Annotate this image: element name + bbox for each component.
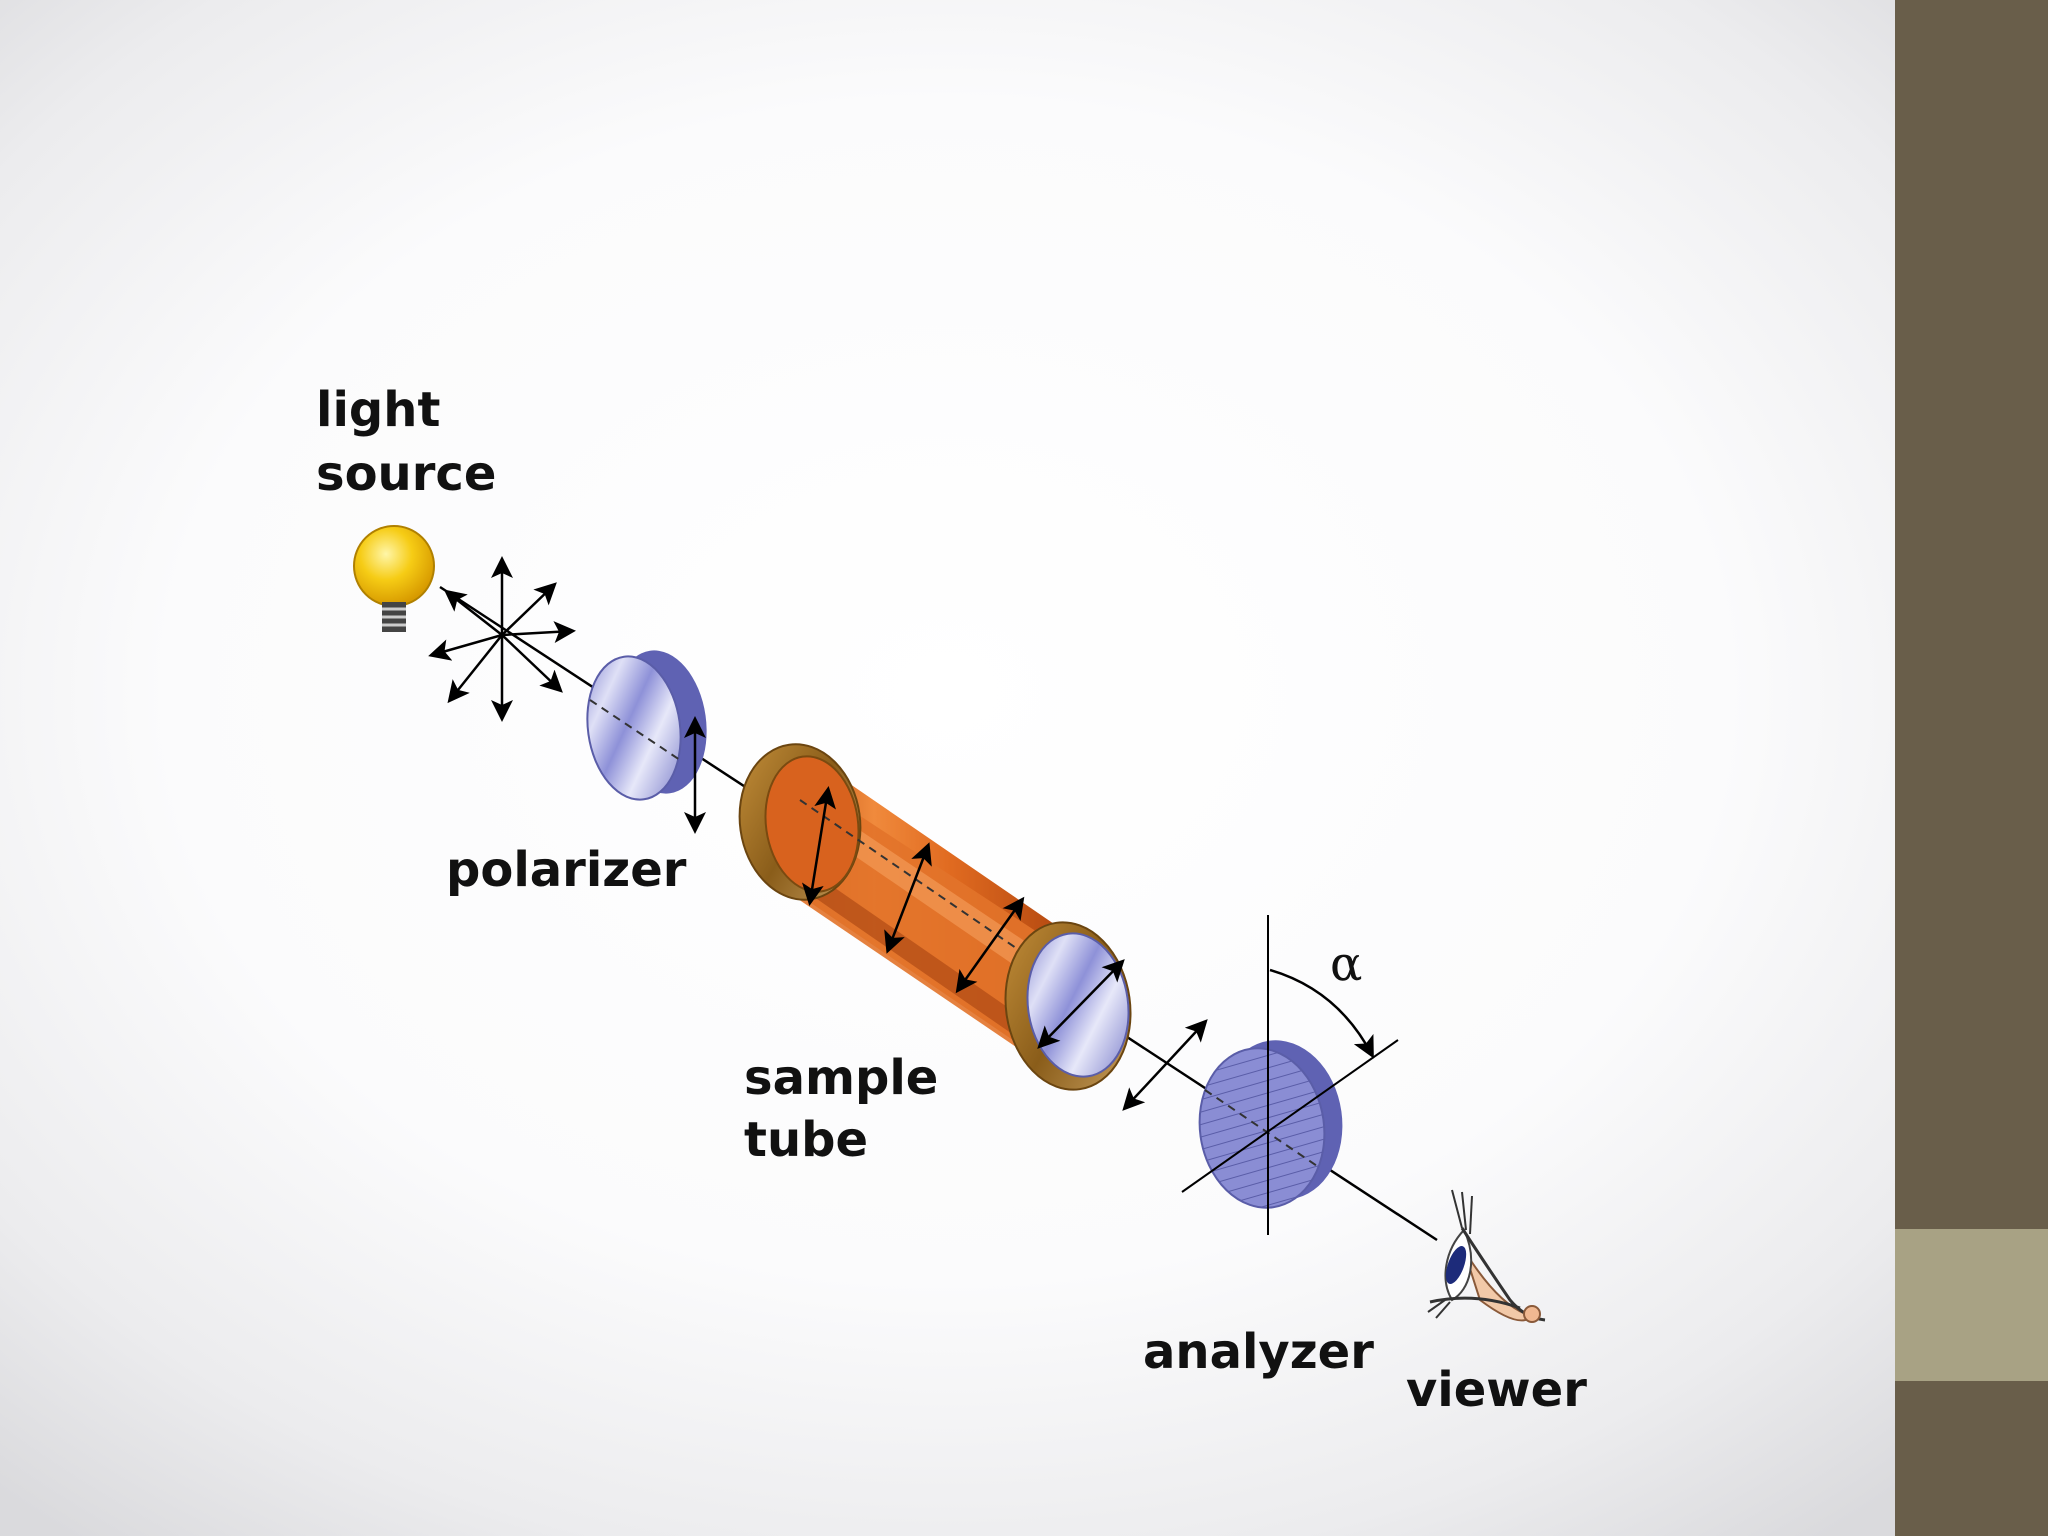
rotating-polarization-arrows [801, 786, 1125, 1049]
unpolarized-light-arrows [428, 556, 576, 722]
light-source-label-line2: source [316, 446, 496, 502]
rotation-angle-arc [1269, 968, 1374, 1059]
exit-polarization-arrow [1122, 1019, 1208, 1111]
sidebar-bar-middle [1895, 1229, 2048, 1381]
polarizer-filter [586, 650, 707, 801]
eye-icon [1427, 1189, 1546, 1323]
analyzer-filter [1198, 1040, 1343, 1209]
polarimeter-diagram: light source polarizer sample tube analy… [316, 382, 1587, 1418]
light-source-label-line1: light [316, 382, 440, 438]
slide-background [0, 0, 1895, 1536]
angle-alpha-label: α [1330, 936, 1362, 992]
analyzer-label: analyzer [1143, 1324, 1374, 1380]
sidebar-bar-top [1895, 0, 2048, 1229]
light-bulb-icon [353, 525, 435, 632]
viewer-label: viewer [1406, 1362, 1587, 1418]
sidebar-bar-bottom [1895, 1381, 2048, 1536]
analyzer-rotated-axis [1181, 1039, 1399, 1193]
sample-tube-label-line1: sample [744, 1050, 938, 1106]
sample-tube [738, 743, 1132, 1091]
sample-tube-label-line2: tube [744, 1112, 868, 1168]
polarizer-label: polarizer [446, 842, 687, 898]
